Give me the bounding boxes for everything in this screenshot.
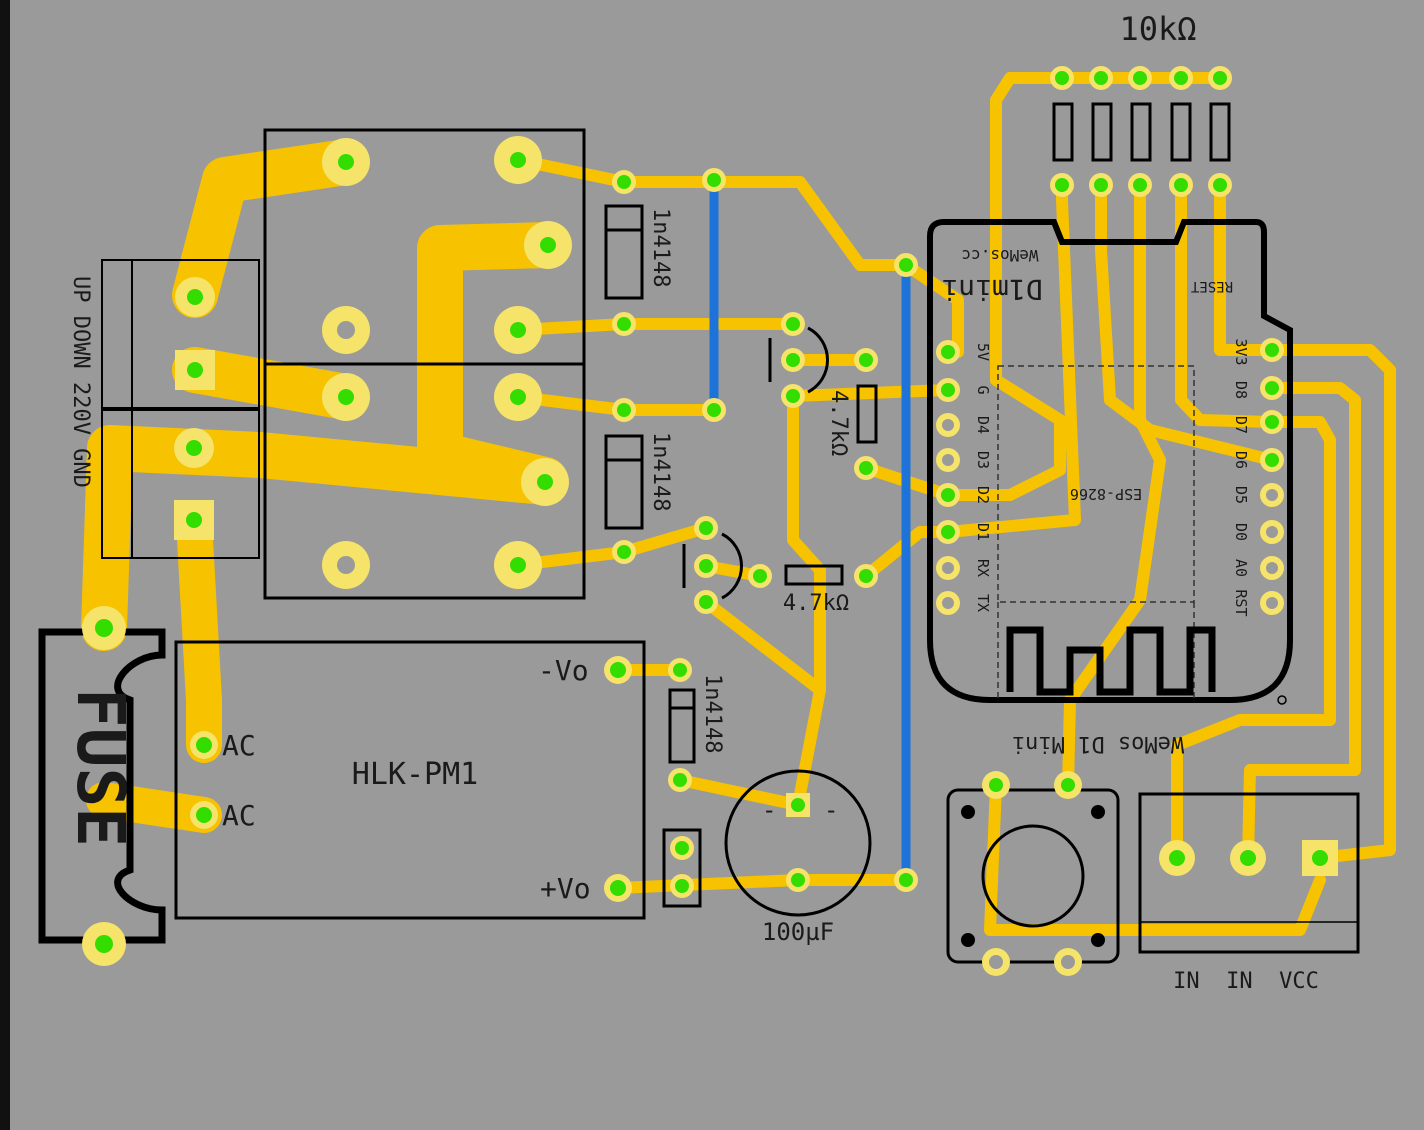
fuse-outline xyxy=(38,628,166,944)
header-outline xyxy=(662,828,702,908)
diode-2-label: 1n4148 xyxy=(648,432,673,511)
wifi-antenna xyxy=(1006,626,1216,696)
trace-relay1-coil xyxy=(512,154,912,271)
silkscreen xyxy=(38,102,1360,964)
trace-up-relay1 xyxy=(172,139,369,318)
trace-pullup-d2 xyxy=(942,72,1068,501)
small-pads xyxy=(612,168,918,898)
wemos-caption: WeMos D1 Mini xyxy=(1012,731,1184,756)
diode-1-label: 1n4148 xyxy=(648,208,673,287)
trace-emitter-gnd xyxy=(700,390,826,696)
hlk-ac2-label: AC xyxy=(222,799,256,832)
wemos-pin-label-rst: RST xyxy=(1232,589,1250,616)
trace-gnd-rail xyxy=(787,384,954,402)
transistor-1-outline xyxy=(807,326,830,394)
wemos-pin-label-a0: A0 xyxy=(1232,559,1250,577)
esp-label: ESP-8266 xyxy=(1070,485,1142,503)
wemos-outline xyxy=(927,219,1293,703)
terminal-220v-gnd-outline xyxy=(101,409,260,559)
wemos-pin-label-5v: 5V xyxy=(974,343,992,361)
wemos-pin-label-3v3: 3V3 xyxy=(1232,338,1250,365)
reset-label: RESET xyxy=(1190,278,1233,294)
trace-fuse-ac xyxy=(86,782,222,833)
pads xyxy=(82,66,1338,976)
capacitor-value-label: 100µF xyxy=(762,918,834,946)
trace-vo-pos xyxy=(612,874,912,894)
pullup-resistor-bodies xyxy=(1052,102,1231,162)
terminal-right-label: IN IN VCC xyxy=(1173,969,1319,994)
wemos-pin-label-d6: D6 xyxy=(1232,451,1250,469)
wemos-site: WeMos.cc xyxy=(961,246,1038,265)
capacitor-mark: - xyxy=(824,796,838,824)
wemos-pin-label-d1: D1 xyxy=(974,523,992,541)
trace-in2 xyxy=(1242,382,1361,864)
trace-pullup-d6 xyxy=(1095,179,1278,466)
wemos-pin-label-tx: TX xyxy=(974,594,992,612)
trace-pullup-d7 xyxy=(1175,179,1278,428)
trace-5v xyxy=(900,259,964,358)
wemos-logo: D1mini xyxy=(941,273,1042,306)
diode-3-label: 1n4148 xyxy=(700,674,725,753)
wemos-pin-label-g: G xyxy=(974,385,992,394)
wemos-pin-label-d7: D7 xyxy=(1232,416,1250,434)
trace-3v3 xyxy=(1214,179,1278,356)
fuse-label: FUSE xyxy=(62,688,139,847)
terminal-up-down-outline xyxy=(101,259,260,409)
wemos-pin-pads xyxy=(936,338,1284,615)
wemos-pin-label-d4: D4 xyxy=(974,416,992,434)
esp-shield-outline xyxy=(997,365,1195,603)
capacitor-minus-mark: - xyxy=(762,796,776,824)
trace-down-relay2 xyxy=(172,347,369,420)
pullup-pads xyxy=(1050,66,1232,197)
trace-button xyxy=(1062,179,1166,791)
resistor-4k7-a-body xyxy=(856,384,878,444)
trace-pullup-d1 xyxy=(942,179,1081,538)
wemos-pin-label-rx: RX xyxy=(974,559,992,577)
hlk-vo-neg-label: -Vo xyxy=(538,654,589,687)
diode-1-body xyxy=(604,204,644,300)
resistor-4k7-b-label: 4.7kΩ xyxy=(783,591,849,616)
trace-relay2-diode xyxy=(512,522,712,571)
push-button-outline xyxy=(946,788,1120,964)
wemos-pin-label-d3: D3 xyxy=(974,451,992,469)
relay-2-outline xyxy=(263,362,586,600)
trace-220v xyxy=(81,425,568,651)
trace-button-gnd xyxy=(984,779,1326,936)
terminal-left-label: UP DOWN 220V GND xyxy=(68,276,93,488)
wemos-pin-label-d2: D2 xyxy=(974,486,992,504)
trace-in1 xyxy=(1171,416,1336,864)
wemos-pin-label-d8: D8 xyxy=(1232,381,1250,399)
trace-relay1-diode xyxy=(512,318,799,336)
copper-traces xyxy=(81,72,1396,936)
pullup-value-label: 10kΩ xyxy=(1119,10,1196,48)
trace-vcc-out xyxy=(1266,344,1396,864)
diode-2-body xyxy=(604,434,644,530)
transistor-2-outline xyxy=(721,532,744,600)
resistor-4k7-a-label: 4.7kΩ xyxy=(826,390,851,456)
terminal-out-outline xyxy=(1138,792,1360,954)
diode-3-body xyxy=(668,688,696,764)
board-edge xyxy=(0,0,10,1130)
hlk-ac1-label: AC xyxy=(222,729,256,762)
wemos-pin-label-d0: D0 xyxy=(1232,523,1250,541)
hlk-vo-pos-label: +Vo xyxy=(540,872,591,905)
resistor-4k7-b-body xyxy=(784,564,844,586)
trace-gnd-ac xyxy=(176,504,222,763)
wemos-pin-label-d5: D5 xyxy=(1232,486,1250,504)
capacitor-outline xyxy=(724,769,872,917)
hlk-module-outline xyxy=(174,640,646,920)
hlk-module-name: HLK-PM1 xyxy=(352,757,478,792)
relay-pads xyxy=(322,136,572,589)
